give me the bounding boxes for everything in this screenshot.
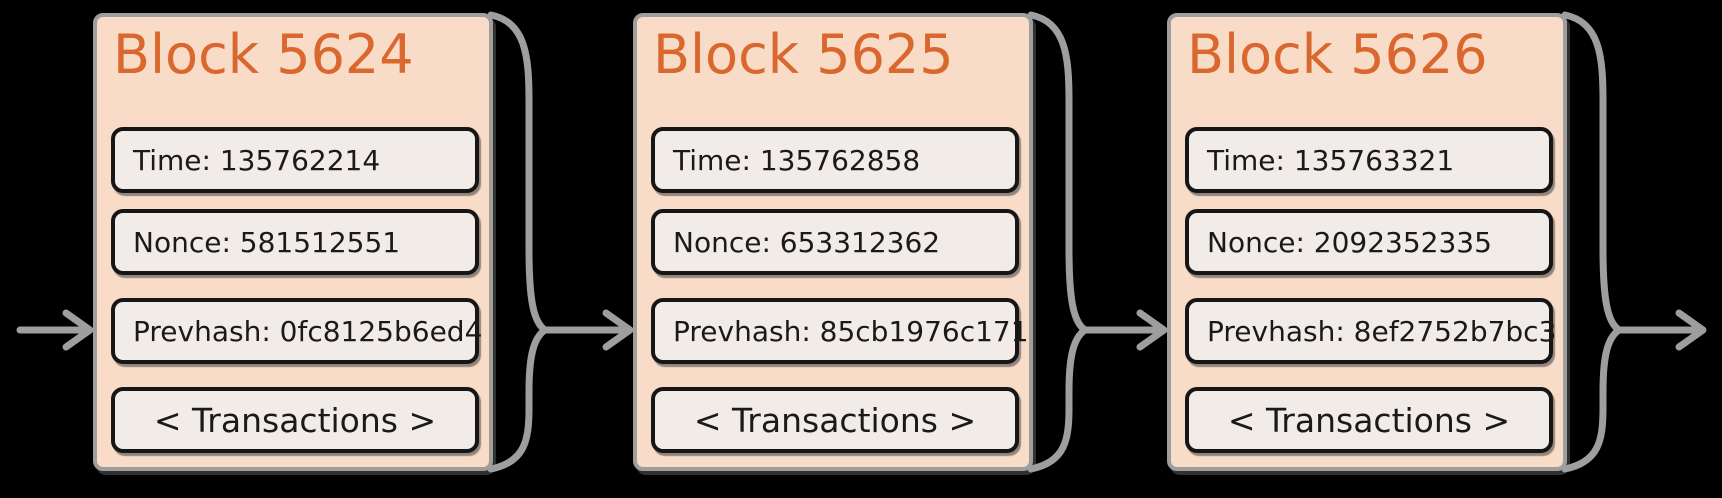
brace-connector-3 [1561, 11, 1623, 473]
block-5626-title: Block 5626 [1187, 23, 1488, 86]
brace-connector-2 [1027, 11, 1089, 473]
transactions-text: < Transactions > [693, 400, 977, 440]
block-5625-card: Block 5625 Time: 135762858 Nonce: 653312… [633, 13, 1033, 471]
block-5626-time-field: Time: 135763321 [1185, 127, 1553, 193]
time-text: Time: 135762214 [133, 143, 381, 177]
incoming-arrow-icon [16, 309, 94, 351]
block-5624-title: Block 5624 [113, 23, 414, 86]
prevhash-text: Prevhash: 85cb1976c171 [673, 314, 1029, 348]
block-5625-prevhash-field: Prevhash: 85cb1976c171 [651, 298, 1029, 364]
time-text: Time: 135762858 [673, 143, 921, 177]
arrow-to-block-5625-icon [541, 309, 634, 351]
outgoing-arrow-icon [1615, 309, 1707, 351]
brace-connector-1 [487, 11, 549, 473]
block-5626-transactions-field: < Transactions > [1185, 387, 1553, 453]
transactions-text: < Transactions > [1227, 400, 1511, 440]
nonce-text: Nonce: 2092352335 [1207, 225, 1492, 259]
block-5625-nonce-field: Nonce: 653312362 [651, 209, 1019, 275]
block-5626-card: Block 5626 Time: 135763321 Nonce: 209235… [1167, 13, 1567, 471]
block-5624-nonce-field: Nonce: 581512551 [111, 209, 479, 275]
block-5626-nonce-field: Nonce: 2092352335 [1185, 209, 1553, 275]
block-5625-transactions-field: < Transactions > [651, 387, 1019, 453]
block-5624-transactions-field: < Transactions > [111, 387, 479, 453]
block-5624-time-field: Time: 135762214 [111, 127, 479, 193]
nonce-text: Nonce: 581512551 [133, 225, 401, 259]
block-5624-card: Block 5624 Time: 135762214 Nonce: 581512… [93, 13, 493, 471]
block-5626-prevhash-field: Prevhash: 8ef2752b7bc3 [1185, 298, 1557, 364]
arrow-to-block-5626-icon [1081, 309, 1168, 351]
block-5624-prevhash-field: Prevhash: 0fc8125b6ed4 [111, 298, 483, 364]
transactions-text: < Transactions > [153, 400, 437, 440]
time-text: Time: 135763321 [1207, 143, 1455, 177]
block-5625-title: Block 5625 [653, 23, 954, 86]
prevhash-text: Prevhash: 8ef2752b7bc3 [1207, 314, 1557, 348]
prevhash-text: Prevhash: 0fc8125b6ed4 [133, 314, 483, 348]
block-5625-time-field: Time: 135762858 [651, 127, 1019, 193]
nonce-text: Nonce: 653312362 [673, 225, 941, 259]
